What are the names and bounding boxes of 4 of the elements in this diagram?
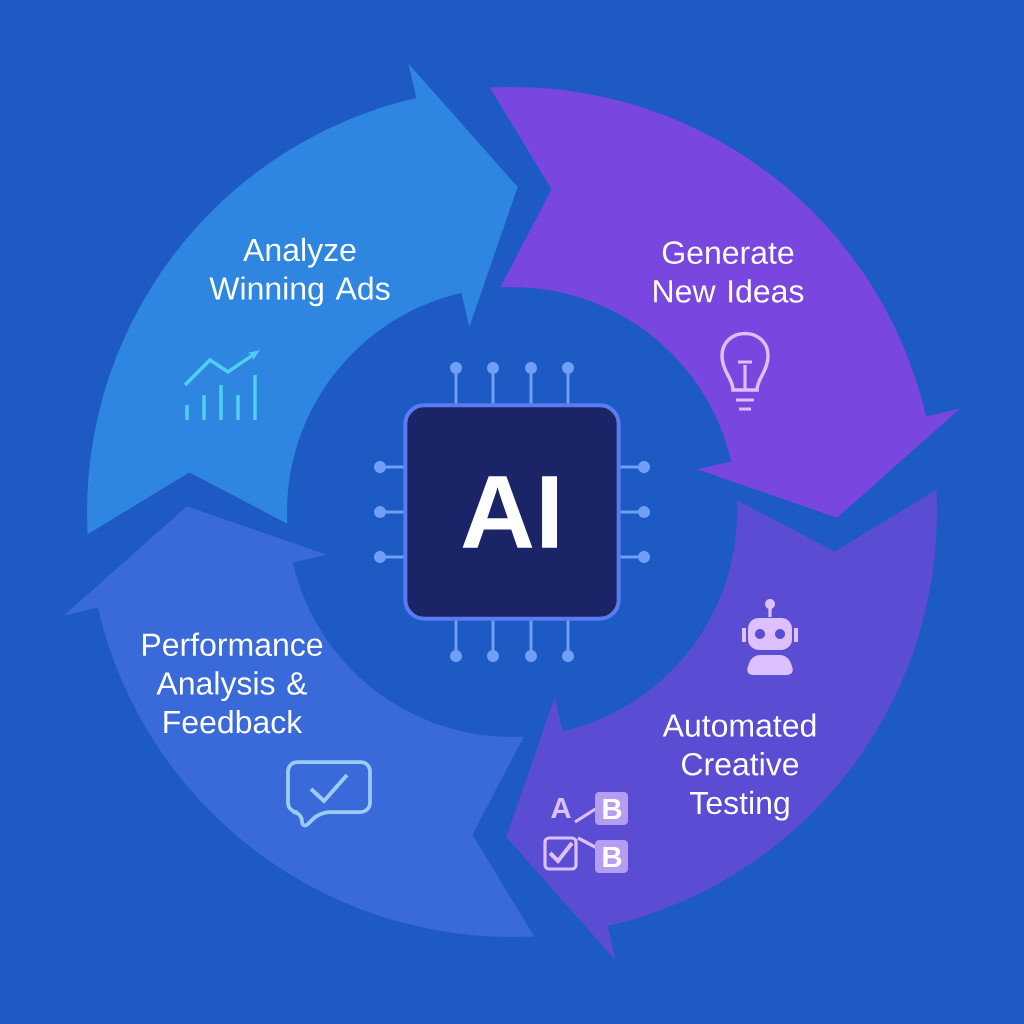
chip-box: AI [403, 403, 621, 621]
ab-letter: B [603, 846, 622, 868]
ab-letter: A [551, 797, 571, 819]
ab-letter: B [603, 798, 622, 820]
